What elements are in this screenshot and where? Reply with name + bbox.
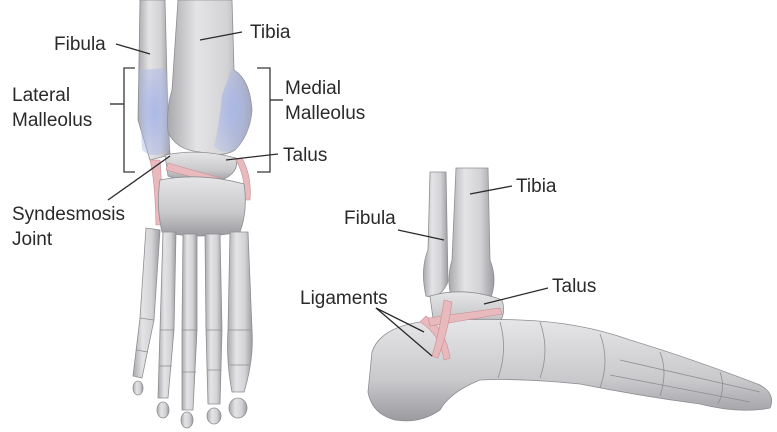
front-fibula-label: Fibula (54, 34, 106, 55)
medial-malleolus-label-line2: Malleolus (285, 103, 365, 124)
lateral-malleolus-bracket (124, 68, 135, 172)
side-talus-leader (484, 288, 548, 304)
ligaments-label: Ligaments (300, 288, 388, 309)
front-foot-bones (133, 177, 252, 428)
front-talus-label: Talus (283, 145, 327, 166)
front-view: Fibula Tibia Lateral Malleolus Medial Ma… (12, 0, 365, 428)
side-fibula-bone (423, 172, 448, 297)
front-fibula-bone (138, 0, 170, 160)
side-fibula-label: Fibula (344, 208, 396, 229)
front-tibia-label: Tibia (250, 22, 291, 43)
side-foot-bones (368, 319, 772, 421)
syndesmosis-label-line1: Syndesmosis (12, 204, 125, 225)
side-talus-label: Talus (552, 276, 596, 297)
syndesmosis-label-line2: Joint (12, 229, 53, 250)
medial-malleolus-label-line1: Medial (285, 78, 341, 99)
side-tibia-label: Tibia (516, 176, 557, 197)
lateral-malleolus-label-line1: Lateral (12, 85, 70, 106)
front-tibia-bone (168, 0, 253, 155)
lateral-malleolus-label-line2: Malleolus (12, 110, 92, 131)
side-view: Tibia Fibula Talus Ligaments (300, 168, 772, 421)
side-tibia-bone (449, 168, 494, 305)
